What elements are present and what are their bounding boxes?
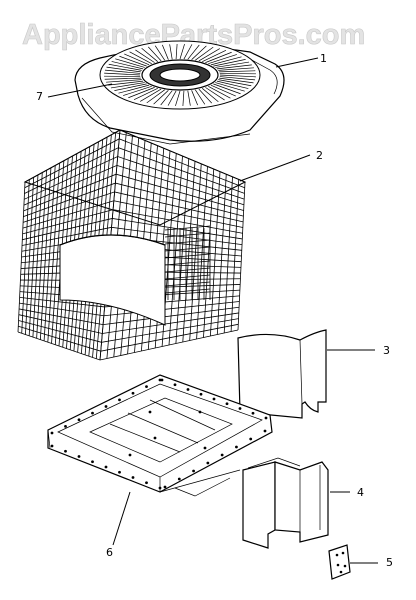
- coil-guard: [17, 129, 247, 361]
- callout-3: 3: [383, 344, 390, 357]
- panel: [237, 329, 327, 419]
- callout-2: 2: [316, 149, 323, 162]
- leader-lines: [47, 57, 378, 564]
- small-plate: [328, 544, 351, 580]
- callout-7: 7: [36, 90, 43, 103]
- fan-grille: [99, 40, 261, 110]
- callout-4: 4: [357, 486, 364, 499]
- base-pan: [47, 374, 273, 497]
- callout-6: 6: [106, 546, 113, 559]
- bracket: [242, 457, 329, 549]
- callout-1: 1: [320, 52, 327, 65]
- watermark-text: AppliancePartsPros.com: [22, 19, 365, 51]
- callout-5: 5: [386, 556, 393, 569]
